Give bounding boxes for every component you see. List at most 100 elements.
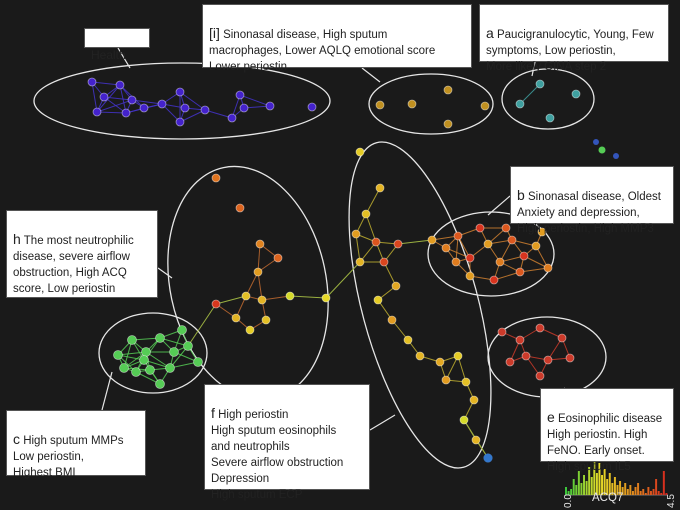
colorbar-histogram-bar xyxy=(601,475,604,495)
label-health: Health xyxy=(84,28,150,62)
network-node xyxy=(483,239,493,249)
network-node xyxy=(175,117,185,127)
network-node xyxy=(465,271,475,281)
network-node xyxy=(469,395,479,405)
network-edge xyxy=(257,243,261,273)
network-node xyxy=(501,223,511,233)
cluster-ellipse xyxy=(98,312,208,394)
colorbar-max-label: 4.5 xyxy=(666,494,677,508)
network-node xyxy=(453,351,463,361)
colorbar-histogram-bar xyxy=(624,483,627,495)
network-edge xyxy=(519,83,541,105)
colorbar-histogram-bar xyxy=(567,491,570,495)
network-node xyxy=(459,415,469,425)
colorbar-histogram-bar xyxy=(644,493,647,495)
network-edge xyxy=(119,84,127,114)
colorbar-histogram-bar xyxy=(570,489,573,495)
network-edge xyxy=(325,261,361,299)
network-node xyxy=(537,227,547,237)
network-node xyxy=(489,275,499,285)
network-node xyxy=(483,453,493,463)
connector-line xyxy=(531,61,536,77)
network-node xyxy=(157,99,167,109)
network-node xyxy=(245,325,255,335)
colorbar-histogram-bar xyxy=(598,463,601,495)
network-node xyxy=(355,257,365,267)
network-edge xyxy=(96,99,133,113)
network-node xyxy=(543,263,553,273)
network-node xyxy=(139,103,149,113)
network-edge xyxy=(257,271,263,301)
network-edge xyxy=(493,271,521,281)
network-node xyxy=(545,113,555,123)
network-node xyxy=(241,291,251,301)
colorbar-label: ACQ7 xyxy=(592,492,624,504)
network-node xyxy=(165,363,175,373)
colorbar-histogram-bar xyxy=(588,467,591,495)
connector-line xyxy=(369,414,396,431)
network-edge xyxy=(204,109,233,119)
network-node xyxy=(119,363,129,373)
network-edge xyxy=(383,261,397,287)
colorbar-histogram-bar xyxy=(631,491,634,495)
network-edge xyxy=(91,81,121,86)
network-edge xyxy=(261,295,291,301)
colorbar-histogram-bar xyxy=(619,481,622,495)
network-node xyxy=(375,183,385,193)
network-node xyxy=(535,371,545,381)
connector-line xyxy=(361,67,381,83)
network-node xyxy=(451,257,461,267)
network-node xyxy=(141,347,151,357)
network-node xyxy=(121,108,131,118)
network-node xyxy=(155,379,165,389)
label-cluster-i: [i] Sinonasal disease, High sputum macro… xyxy=(202,4,472,73)
network-node xyxy=(519,251,529,261)
network-node xyxy=(175,87,185,97)
connector-line xyxy=(117,47,131,69)
network-edge xyxy=(91,81,98,113)
network-node xyxy=(571,89,581,99)
network-node xyxy=(169,347,179,357)
network-node xyxy=(87,77,97,87)
colorbar-histogram-bar xyxy=(585,481,588,495)
network-node xyxy=(285,291,295,301)
network-node xyxy=(361,209,371,219)
network-node xyxy=(373,295,383,305)
network-node xyxy=(235,90,245,100)
network-node xyxy=(379,257,389,267)
colorbar-histogram-bar xyxy=(590,477,593,495)
network-node xyxy=(211,173,221,183)
network-node xyxy=(497,327,507,337)
network-node xyxy=(535,79,545,89)
network-node xyxy=(321,293,331,303)
network-node xyxy=(613,153,619,159)
network-node xyxy=(92,107,102,117)
network-edge xyxy=(96,111,127,114)
colorbar-histogram-bar xyxy=(639,491,642,495)
network-node xyxy=(557,333,567,343)
network-node xyxy=(387,315,397,325)
network-node xyxy=(355,147,365,157)
colorbar-histogram-bar xyxy=(642,489,645,495)
colorbar-histogram-bar xyxy=(665,493,668,495)
label-cluster-f: f High periostin High sputum eosinophils… xyxy=(204,384,370,501)
network-node xyxy=(180,103,190,113)
network-node xyxy=(443,119,453,129)
colorbar-histogram-bar xyxy=(629,485,632,495)
connector-line xyxy=(101,371,113,411)
colorbar-histogram-bar xyxy=(621,487,624,495)
network-node xyxy=(211,299,221,309)
network-node xyxy=(393,239,403,249)
network-node xyxy=(403,335,413,345)
colorbar-histogram-bar xyxy=(662,471,665,495)
colorbar-histogram-bar xyxy=(613,477,616,495)
network-edge xyxy=(397,239,433,245)
network-node xyxy=(273,253,283,263)
network-node xyxy=(257,295,267,305)
colorbar-histogram-bar xyxy=(649,491,652,495)
label-cluster-c: c High sputum MMPs Low periostin, Highes… xyxy=(6,410,146,479)
network-node xyxy=(475,223,485,233)
network-node xyxy=(375,100,385,110)
network-node xyxy=(307,102,317,112)
